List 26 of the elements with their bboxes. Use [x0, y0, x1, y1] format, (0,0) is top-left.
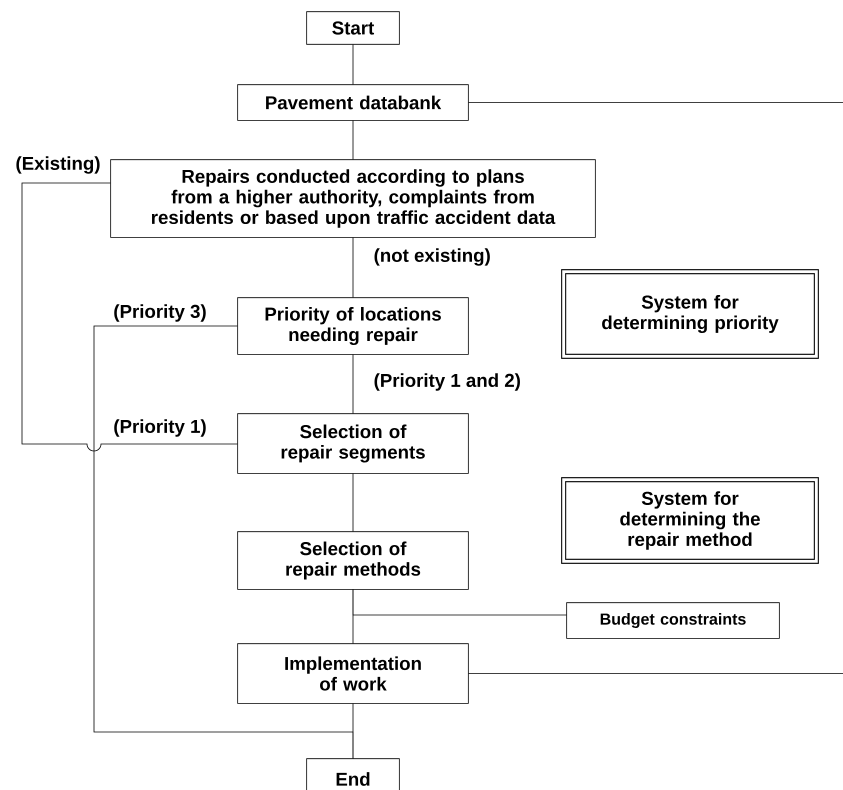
process-box: Pavement databank	[237, 84, 469, 121]
edge-label: (Priority 1 and 2)	[372, 372, 522, 392]
connector-line	[352, 120, 354, 160]
connector-line	[352, 589, 567, 616]
connector-line	[352, 237, 354, 298]
system-box: System for determining the repair method	[561, 477, 819, 564]
process-box: Selection of repair methods	[237, 531, 469, 590]
process-box: Repairs conducted according to plans from a higher authority, complaints from residents or based upon traffic accident data	[110, 159, 596, 238]
process-box: Selection of repair segments	[237, 413, 469, 474]
branch-label: (Priority 1)	[112, 418, 208, 438]
connector-line	[352, 473, 354, 532]
connector-line	[22, 182, 238, 452]
edge-label: (not existing)	[372, 246, 492, 268]
process-box: Priority of locations needing repair	[237, 297, 469, 355]
connector-line	[352, 354, 354, 414]
connector-line	[468, 102, 843, 103]
connector-line	[94, 326, 354, 759]
terminal-box: Start	[306, 11, 400, 45]
connector-line	[352, 44, 354, 85]
edge-label: (Existing)	[14, 154, 102, 176]
terminal-box: End	[306, 758, 400, 790]
system-box: System for determining priority	[561, 269, 819, 359]
process-box: Budget constraints	[566, 602, 780, 639]
process-box: Implementation of work	[237, 643, 469, 704]
connector-line	[468, 673, 843, 674]
edge-label: (Priority 3)	[112, 302, 208, 324]
